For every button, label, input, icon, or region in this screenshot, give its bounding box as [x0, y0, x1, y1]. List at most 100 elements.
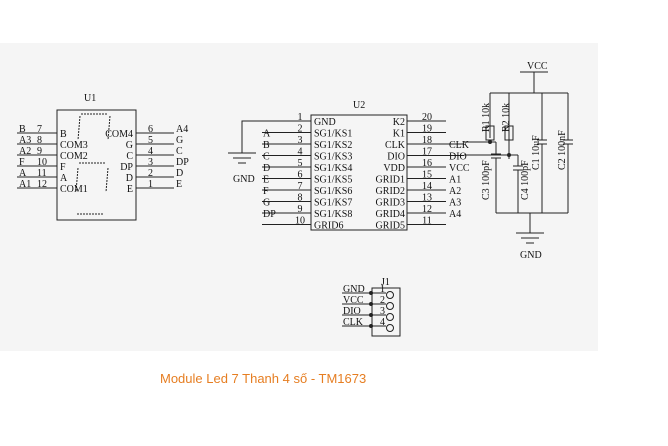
u2-pin-name: SG1/KS4	[314, 163, 352, 174]
u2-pin-number: 16	[422, 158, 432, 169]
u2-pin-number: 7	[298, 181, 303, 192]
u2-pin-name: GRID2	[376, 186, 405, 197]
u2-pin-number: 18	[422, 135, 432, 146]
j1-net-label: CLK	[343, 317, 364, 328]
u1-net-label: D	[176, 168, 183, 179]
u2-net-label: A	[263, 129, 271, 140]
u2-pin-number: 14	[422, 181, 432, 192]
diagram-caption: Module Led 7 Thanh 4 số - TM1673	[160, 371, 367, 386]
ground-icon	[228, 152, 256, 164]
u2-pin-number: 11	[422, 216, 432, 227]
u1-pin-number: 6	[148, 124, 153, 135]
u1-net-label: B	[19, 124, 26, 135]
u2-pin-name: SG1/KS8	[314, 209, 352, 220]
u2-pin-name: GRID6	[314, 221, 343, 232]
u1-net-label: A3	[19, 135, 31, 146]
j1-pin-number: 3	[380, 306, 385, 317]
u1-pin-number: 8	[37, 135, 42, 146]
u2-pin-name: SG1/KS7	[314, 198, 352, 209]
u1-pin-name: COM3	[60, 140, 88, 151]
u2-pin-number: 2	[298, 124, 303, 135]
u2-pin-number: 19	[422, 124, 432, 135]
j1-junction	[369, 324, 373, 328]
c3-capacitor	[491, 142, 501, 213]
u2-pin-number: 1	[298, 112, 303, 123]
c4-capacitor	[513, 155, 523, 213]
u2-body	[310, 114, 408, 231]
j1-net-label: DIO	[343, 306, 361, 317]
j1-ref: J1	[381, 277, 390, 288]
u1-pin-number: 3	[148, 157, 153, 168]
u2-pin-number: 8	[298, 193, 303, 204]
u2-net-label: D	[263, 163, 270, 174]
u2-pin-name: CLK	[385, 140, 406, 151]
r1-label: R1 10k	[481, 103, 492, 132]
u2-net-label: CLK	[449, 140, 470, 151]
j1-pin-hole	[386, 313, 394, 321]
u1-pin-number: 12	[37, 179, 47, 190]
u2-net-label: DIO	[449, 152, 467, 163]
u2-net-label: DP	[263, 209, 276, 220]
u1-pin-number: 10	[37, 157, 47, 168]
c1-label: C1 10uF	[531, 135, 542, 170]
u2-pin-number: 4	[298, 147, 303, 158]
j1-net-label: VCC	[343, 295, 364, 306]
j1-net-label: GND	[343, 284, 365, 295]
vcc-wire	[490, 71, 568, 94]
u2-pin-name: SG1/KS2	[314, 140, 352, 151]
u2-net-label: A4	[449, 209, 461, 220]
c1-capacitor	[537, 139, 547, 213]
u1-pin-name: COM2	[60, 151, 88, 162]
u1-pin-name: DP	[120, 162, 133, 173]
u1-pin-number: 4	[148, 146, 153, 157]
j1-pin-hole	[386, 324, 394, 332]
u2-net-label: B	[263, 140, 270, 151]
j1-pin-number: 2	[380, 295, 385, 306]
u2-net-label: E	[263, 175, 269, 186]
u2-pin-name: DIO	[387, 152, 405, 163]
u1-pin-name: C	[126, 151, 133, 162]
r2-resistor	[504, 125, 514, 141]
schematic-panel	[0, 43, 598, 351]
u2-gnd-wire	[241, 120, 285, 153]
u2-pin-number: 10	[295, 216, 305, 227]
u2-pin-number: 20	[422, 112, 432, 123]
u2-pin-number: 17	[422, 147, 432, 158]
u1-net-label: DP	[176, 157, 189, 168]
c2-capacitor	[563, 139, 573, 213]
u2-net-label: F	[263, 186, 269, 197]
u2-pin-name: GRID5	[376, 221, 405, 232]
u2-net-label: C	[263, 152, 270, 163]
u2-pin-number: 13	[422, 193, 432, 204]
clk-dio-nets	[464, 141, 518, 156]
u2-pin-name: SG1/KS5	[314, 175, 352, 186]
u1-pin-number: 2	[148, 168, 153, 179]
u1-pin-number: 7	[37, 124, 42, 135]
u2-net-label: A3	[449, 198, 461, 209]
u1-pin-name: G	[126, 140, 133, 151]
u1-net-label: A4	[176, 124, 188, 135]
j1-pin-hole	[386, 291, 394, 299]
u1-pin-number: 5	[148, 135, 153, 146]
u2-pin-number: 9	[298, 204, 303, 215]
u2-gnd-label: GND	[233, 174, 255, 185]
u1-pin-name: F	[60, 162, 66, 173]
u1-pin-name: D	[126, 173, 133, 184]
u2-pin-name: K2	[393, 117, 405, 128]
c4-label: C4 100pF	[520, 160, 531, 200]
u2-pin-number: 12	[422, 204, 432, 215]
seven-segment-digit-icon	[75, 113, 111, 215]
u1-pin-number: 1	[148, 179, 153, 190]
u1-net-label: A2	[19, 146, 31, 157]
u2-pin-name: GRID1	[376, 175, 405, 186]
u1-pin-name: COM4	[105, 129, 133, 140]
u1-pin-name: A	[60, 173, 68, 184]
vcc-label: VCC	[527, 61, 548, 72]
j1-pin-number: 4	[380, 317, 385, 328]
power-gnd-label: GND	[520, 250, 542, 261]
clk-junction	[488, 140, 492, 144]
